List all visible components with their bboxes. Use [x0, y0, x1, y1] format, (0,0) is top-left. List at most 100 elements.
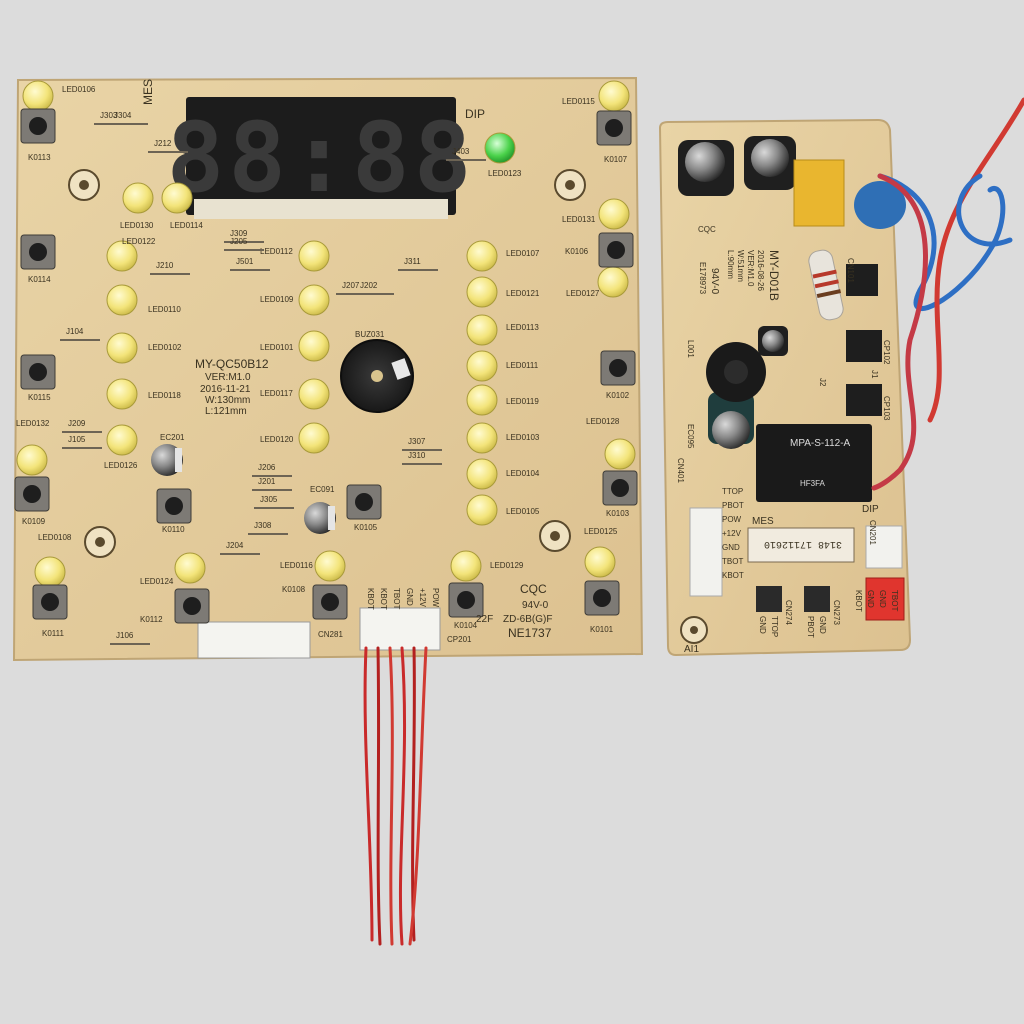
main-board-batch-code: ZD-6B(G)F [503, 614, 552, 625]
svg-text:J106: J106 [116, 631, 134, 640]
main-board-length: L:121mm [205, 406, 247, 417]
main-board-rating: 94V-0 [522, 600, 549, 611]
relay-text: MPA-S-112-A [790, 438, 851, 449]
power-board-ai: AI1 [684, 644, 699, 655]
x-capacitor [793, 159, 845, 227]
terminal-label: CN101 [846, 258, 855, 283]
led-led0105: LED0105 [466, 494, 540, 526]
svg-text:J403: J403 [452, 147, 470, 156]
led-label: LED0126 [104, 461, 138, 470]
tactile-switch-k0101[interactable]: K0101 [584, 580, 620, 634]
capacitor-ec091 [304, 502, 336, 534]
power-board-version: VER:M1.0 [746, 250, 755, 287]
key-label: K0103 [606, 509, 630, 518]
led-label: LED0116 [280, 561, 313, 570]
tactile-switch-k0113[interactable]: K0113 [20, 108, 56, 162]
jumper-j204: J204 [220, 541, 260, 555]
main-board-buzzer-label: BUZ031 [355, 330, 385, 339]
svg-text:J206: J206 [258, 463, 276, 472]
led-label: LED0104 [506, 469, 540, 478]
led-label: LED0109 [260, 295, 294, 304]
power-pin-label: POW [722, 515, 742, 524]
power-pin-label: GND [722, 543, 740, 552]
tactile-switch-k0109[interactable]: K0109 [14, 476, 50, 526]
bottom-label: TTOP [770, 616, 779, 637]
key-label: K0115 [28, 393, 51, 402]
key-label: K0101 [590, 625, 614, 634]
pin-label: POW [431, 588, 440, 608]
led-led0103: LED0103 [466, 422, 540, 454]
terminal-label: L001 [686, 340, 695, 358]
capacitor-ec201 [151, 444, 183, 476]
jumper-j202: J202 [354, 281, 394, 295]
power-board-length: L:90mm [726, 250, 735, 279]
led-label: LED0105 [506, 507, 540, 516]
power-board-model: MY-D01B [767, 250, 781, 301]
bottom-label: GND [758, 616, 767, 634]
main-board-cp201: CP201 [447, 635, 472, 644]
tactile-switch-k0115[interactable]: K0115 [20, 354, 56, 402]
main-board-width: W:130mm [205, 395, 250, 406]
key-label: K0105 [354, 523, 378, 532]
power-board-ul: E178973 [698, 262, 707, 295]
power-terminals [689, 264, 905, 621]
power-resistor [808, 249, 844, 321]
svg-text:J201: J201 [258, 477, 276, 486]
key-label: K0104 [454, 621, 478, 630]
svg-text:J212: J212 [154, 139, 172, 148]
relay-model: HF3FA [800, 479, 826, 488]
led-label: LED0110 [148, 305, 181, 314]
tactile-switch-k0111[interactable]: K0111 [32, 584, 68, 638]
power-board-rating: 94V-0 [709, 268, 720, 295]
power-relay-board: HF3FA MPA-S-112-A 3148 17112610 MY-D01B … [658, 118, 912, 657]
led-label: LED0114 [170, 221, 203, 230]
key-label: K0110 [162, 525, 185, 534]
led-led0124: LED0124 [140, 552, 206, 586]
pin-label: GND [405, 588, 414, 606]
led-label: LED0129 [490, 561, 524, 570]
connector-white-right [865, 525, 903, 569]
terminal-label: CN201 [868, 520, 877, 545]
power-board-date: 2016-08-26 [756, 250, 765, 291]
tactile-switch-k0110[interactable]: K0110 [156, 488, 192, 534]
led-led0123: LED0123 [484, 132, 522, 178]
led-led0111: LED0111 [466, 350, 539, 382]
led-label: LED0108 [38, 533, 72, 542]
tactile-switch-k0102[interactable]: K0102 [600, 350, 636, 400]
svg-text:J304: J304 [114, 111, 132, 120]
buzzer [340, 339, 414, 413]
tactile-switch-k0107[interactable]: K0107 [596, 110, 632, 164]
led-label: LED0121 [506, 289, 540, 298]
led-label: LED0119 [506, 397, 539, 406]
led-label: LED0103 [506, 433, 540, 442]
led-led0104: LED0104 [466, 458, 540, 490]
jumper-j210: J210 [150, 261, 190, 275]
led-label: LED0127 [566, 289, 600, 298]
jumper-j501: J501 [230, 257, 270, 271]
main-board-cn281: CN281 [318, 630, 343, 639]
led-label: LED0106 [62, 85, 96, 94]
tactile-switch-k0104[interactable]: K0104 [448, 582, 484, 630]
led-led0126: LED0126 [104, 424, 138, 470]
svg-text:J210: J210 [156, 261, 174, 270]
tactile-switch-k0106[interactable]: K0106 [565, 232, 634, 268]
led-led0116: LED0116 [280, 550, 346, 582]
main-board-serial: NE1737 [508, 626, 552, 640]
svg-text:J202: J202 [360, 281, 378, 290]
tactile-switch-k0108[interactable]: K0108 [282, 584, 348, 620]
tactile-switch-k0114[interactable]: K0114 [20, 234, 56, 284]
led-label: LED0122 [122, 237, 156, 246]
led-led0119: LED0119 [466, 384, 539, 416]
led-label: LED0125 [584, 527, 618, 536]
tactile-switch-k0103[interactable]: K0103 [602, 470, 638, 518]
led-led0132: LED0132 [16, 419, 50, 476]
jumper-j310: J310 [402, 451, 442, 465]
tactile-switch-k0112[interactable]: K0112 [140, 588, 210, 624]
bottom-label: GND [818, 616, 827, 634]
key-label: K0106 [565, 247, 589, 256]
led-label: LED0128 [586, 417, 620, 426]
tactile-switch-k0105[interactable]: K0105 [346, 484, 382, 532]
